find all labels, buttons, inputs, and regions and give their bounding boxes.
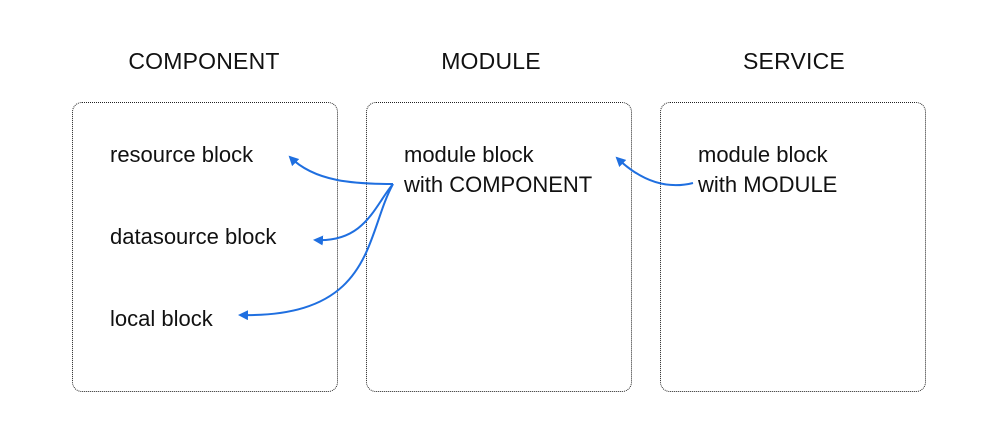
service-column-title: SERVICE <box>743 48 845 74</box>
module-block-with-component-line1: module block <box>404 142 534 167</box>
module-column-title: MODULE <box>441 48 541 74</box>
datasource-block-label: datasource block <box>110 224 277 249</box>
resource-block-label: resource block <box>110 142 254 167</box>
component-column-title: COMPONENT <box>128 48 280 74</box>
module-block-with-component-line2: with COMPONENT <box>404 172 593 197</box>
service-panel <box>660 102 926 392</box>
module-block-with-module-line1: module block <box>698 142 828 167</box>
module-block-with-module-line2: with MODULE <box>698 172 838 197</box>
local-block-label: local block <box>110 306 213 331</box>
